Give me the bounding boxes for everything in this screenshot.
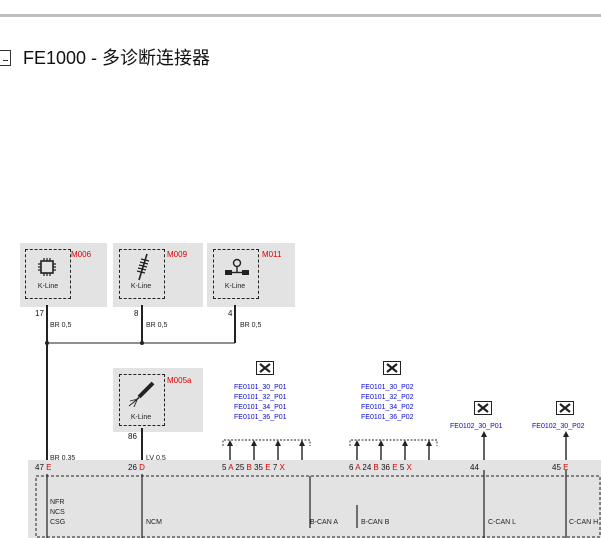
connector-link[interactable]: FE0101_36_P01 bbox=[234, 414, 287, 421]
pin-86: 86 bbox=[128, 432, 137, 441]
pin-8: 8 bbox=[134, 309, 139, 318]
module-m006-frame bbox=[25, 249, 71, 299]
bus-label-nfr: NFR bbox=[50, 499, 65, 506]
connector-icon[interactable] bbox=[383, 361, 401, 375]
pin-4: 4 bbox=[228, 309, 233, 318]
wire-label-m005a: LV 0,5 bbox=[146, 455, 166, 462]
pin-letter: E bbox=[265, 463, 271, 472]
wire-label-m009: BR 0,5 bbox=[146, 322, 168, 329]
pin-group-1: 5 A 25 B 35 E 7 X bbox=[222, 463, 285, 472]
injector-icon bbox=[128, 381, 155, 408]
pin-47-letter: E bbox=[46, 463, 52, 472]
pin-45: 45 E bbox=[552, 463, 568, 472]
module-m006-kline: K-Line bbox=[37, 283, 59, 290]
connector-link[interactable]: FE0102_30_P02 bbox=[532, 423, 585, 430]
module-m006[interactable]: M006 K-Line bbox=[20, 243, 107, 307]
pin-number: 6 bbox=[349, 463, 354, 472]
chip-icon bbox=[38, 258, 56, 276]
connector-link[interactable]: FE0101_34_P01 bbox=[234, 404, 287, 411]
pin-45-number: 45 bbox=[552, 463, 561, 472]
pin-number: 24 bbox=[362, 463, 372, 472]
pin-47: 47 E bbox=[35, 463, 51, 472]
module-m009-frame bbox=[119, 249, 165, 299]
module-m009-kline: K-Line bbox=[130, 283, 152, 290]
module-m009-name: M009 bbox=[167, 250, 188, 259]
connector-group-1[interactable]: FE0101_30_P01 FE0101_32_P01 FE0101_34_P0… bbox=[234, 383, 287, 423]
connector-link[interactable]: FE0101_30_P02 bbox=[361, 384, 414, 391]
wire-label-ksi: BR 0,35 bbox=[50, 455, 76, 462]
connector-icon[interactable] bbox=[556, 401, 574, 415]
bus-label-ncm: NCM bbox=[146, 519, 162, 526]
module-m011-name: M011 bbox=[262, 250, 282, 259]
control-unit-block bbox=[28, 460, 601, 538]
bus-label-ccan-l: C-CAN L bbox=[488, 519, 517, 526]
module-m005a-name: M005a bbox=[167, 376, 192, 385]
pin-letter: X bbox=[406, 463, 412, 472]
page-header: FE1000 - 多诊断连接器 bbox=[0, 44, 210, 70]
pin-number: 7 bbox=[272, 463, 278, 472]
page-title: FE1000 - 多诊断连接器 bbox=[23, 48, 211, 68]
bus-label-csg: CSG bbox=[50, 519, 66, 526]
connector-icon[interactable] bbox=[474, 401, 492, 415]
module-m011-frame bbox=[213, 249, 259, 299]
bus-label-bcan-a: B-CAN A bbox=[310, 519, 339, 526]
pin-number: 5 bbox=[222, 463, 227, 472]
bus-label-ccan-h: C-CAN H bbox=[569, 519, 599, 526]
pin-26-letter: D bbox=[139, 463, 145, 472]
pin-letter: B bbox=[373, 463, 379, 472]
connector-group-2[interactable]: FE0101_30_P02 FE0101_32_P02 FE0101_34_P0… bbox=[361, 383, 414, 423]
pin-letter: B bbox=[246, 463, 252, 472]
module-m011[interactable]: M011 K-Line bbox=[207, 243, 295, 307]
connector-link[interactable]: FE0102_30_P01 bbox=[450, 423, 503, 430]
module-m009[interactable]: M009 K-Line bbox=[113, 243, 203, 307]
connector-link[interactable]: FE0101_34_P02 bbox=[361, 404, 414, 411]
module-m006-name: M006 bbox=[71, 250, 92, 259]
connector-link[interactable]: FE0101_36_P02 bbox=[361, 414, 414, 421]
pin-17: 17 bbox=[35, 309, 44, 318]
pin-44: 44 bbox=[470, 463, 479, 472]
bus-label-ncs: NCS bbox=[50, 509, 65, 516]
connector-link[interactable]: FE0101_32_P02 bbox=[361, 394, 414, 401]
pin-letter: E bbox=[392, 463, 398, 472]
bus-label-bcan-b: B-CAN B bbox=[361, 519, 390, 526]
top-divider bbox=[0, 14, 601, 17]
shock-absorber-icon bbox=[136, 253, 150, 281]
pin-group-2: 6 A 24 B 36 E 5 X bbox=[349, 463, 412, 472]
wire-label-m011: BR 0,5 bbox=[240, 322, 262, 329]
pin-letter: A bbox=[355, 463, 361, 472]
pin-number: 36 bbox=[381, 463, 390, 472]
pin-26-number: 26 bbox=[128, 463, 137, 472]
module-m005a-kline: K-Line bbox=[130, 414, 152, 421]
document-icon bbox=[0, 50, 11, 66]
pin-47-number: 47 bbox=[35, 463, 44, 472]
pin-45-letter: E bbox=[563, 463, 569, 472]
pin-letter: X bbox=[279, 463, 285, 472]
pin-letter: A bbox=[228, 463, 234, 472]
connector-link[interactable]: FE0101_32_P01 bbox=[234, 394, 287, 401]
module-m011-kline: K-Line bbox=[224, 283, 246, 290]
wire-label-m006: BR 0,5 bbox=[50, 322, 72, 329]
pin-number: 25 bbox=[235, 463, 245, 472]
actuator-icon bbox=[225, 258, 249, 275]
module-m005a-frame bbox=[119, 374, 165, 426]
pin-number: 35 bbox=[254, 463, 263, 472]
module-m005a[interactable]: M005a K-Line bbox=[113, 368, 203, 432]
connector-icon[interactable] bbox=[256, 361, 274, 375]
connector-link[interactable]: FE0101_30_P01 bbox=[234, 384, 287, 391]
pin-26: 26 D bbox=[128, 463, 145, 472]
pin-number: 5 bbox=[399, 463, 405, 472]
